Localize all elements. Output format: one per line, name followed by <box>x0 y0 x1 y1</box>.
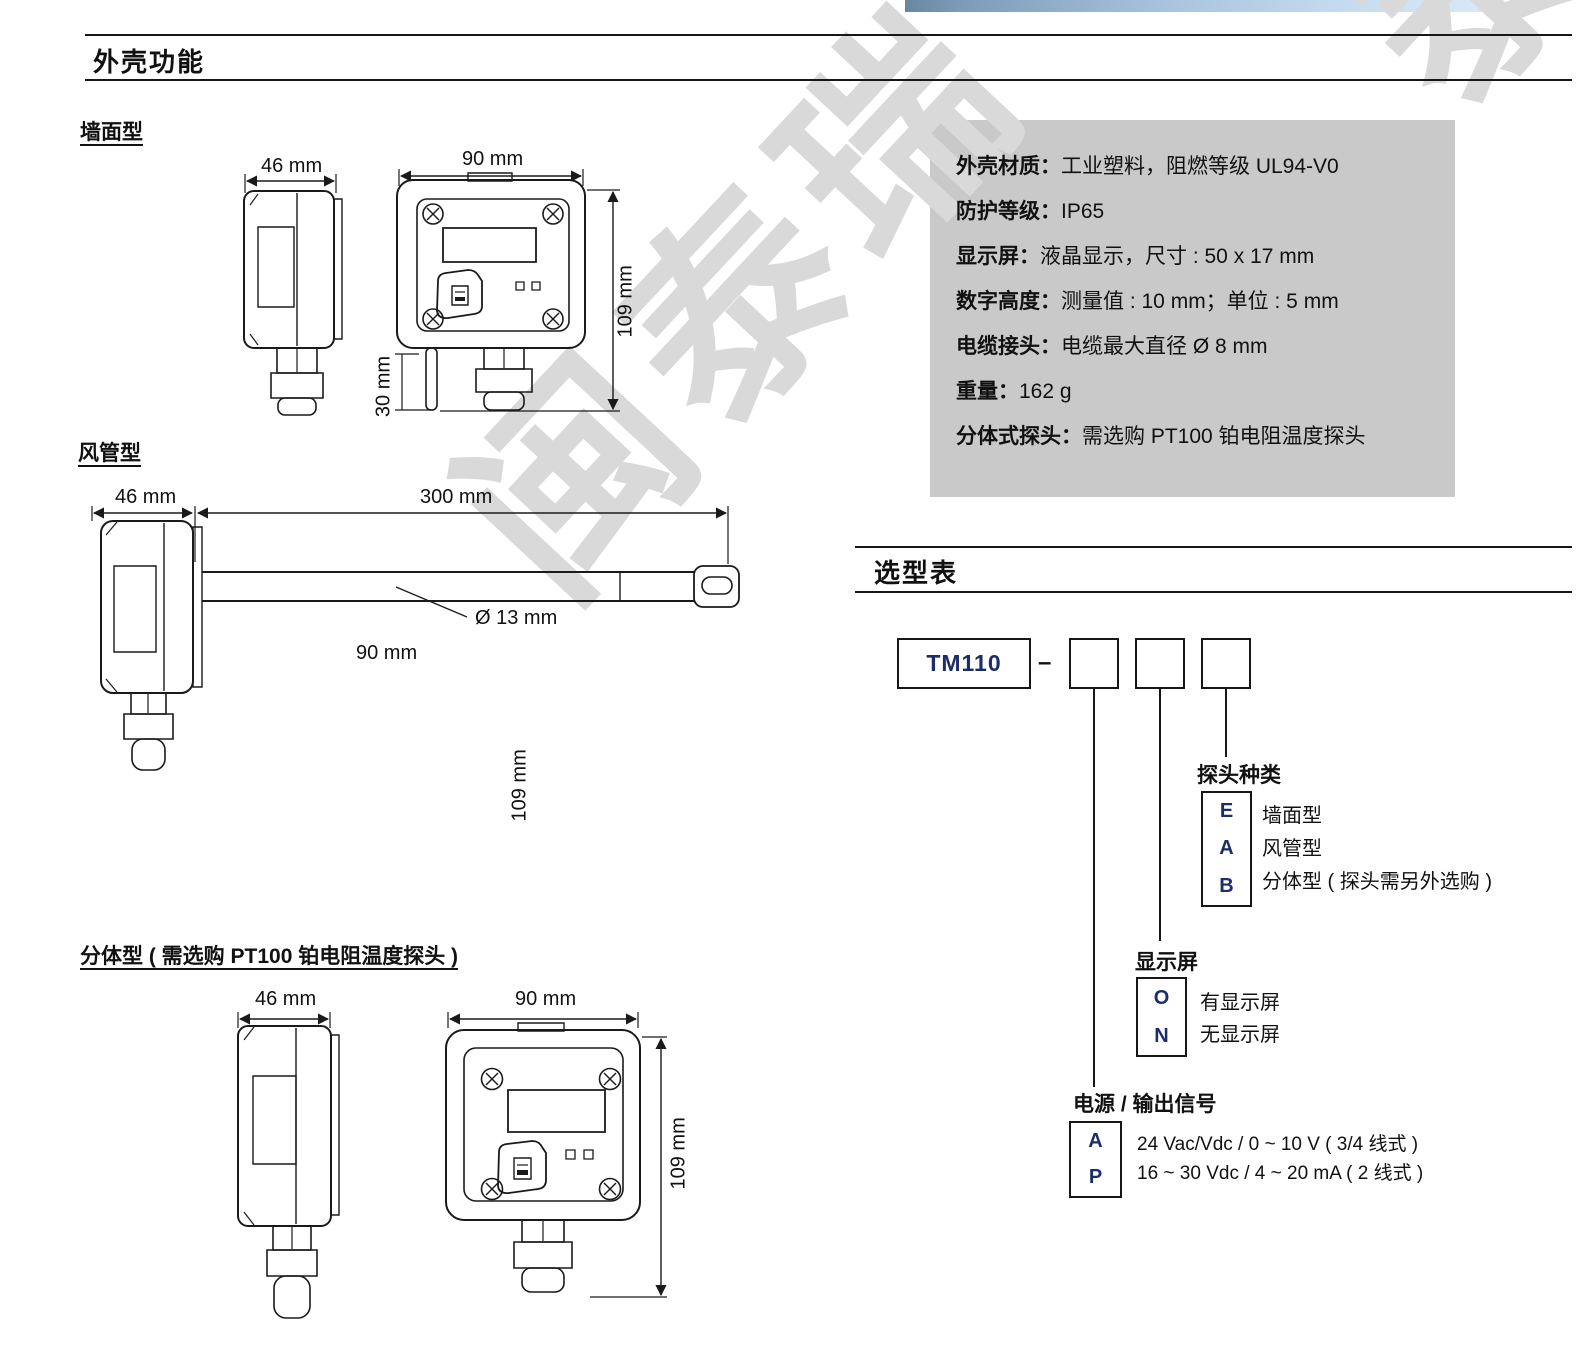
wall-dim-height: 109 mm <box>614 265 637 338</box>
duct-dim-width: 46 mm <box>115 486 177 508</box>
spec-value: 需选购 PT100 铂电阻温度探头 <box>1082 425 1366 448</box>
display-option-label: 无显示屏 <box>1200 1024 1280 1046</box>
code-slot-probe <box>1201 638 1251 689</box>
duct-dim-probe-diameter: Ø 13 mm <box>475 607 558 629</box>
section-divider <box>855 546 1572 548</box>
probe-code: A <box>1219 837 1234 860</box>
section-divider <box>85 79 1572 81</box>
spec-row: 防护等级：IP65 <box>956 189 1446 234</box>
display-group-title: 显示屏 <box>1135 951 1198 974</box>
spec-panel-background <box>930 120 1455 497</box>
power-labels: 24 Vac/Vdc / 0 ~ 10 V ( 3/4 线式 ) 16 ~ 30… <box>1137 1130 1423 1188</box>
power-option-label: 24 Vac/Vdc / 0 ~ 10 V ( 3/4 线式 ) <box>1137 1134 1419 1155</box>
page-title: 外壳功能 <box>93 47 206 77</box>
display-code: N <box>1154 1024 1169 1047</box>
probe-type-group-title: 探头种类 <box>1197 764 1281 787</box>
power-group-title: 电源 / 输出信号 <box>1073 1093 1217 1116</box>
display-option-label: 有显示屏 <box>1200 992 1280 1014</box>
spec-row: 显示屏：液晶显示，尺寸 : 50 x 17 mm <box>956 234 1446 279</box>
spec-label: 防护等级： <box>956 200 1061 223</box>
wall-dim-front-width: 90 mm <box>462 148 524 170</box>
spec-row: 分体式探头：需选购 PT100 铂电阻温度探头 <box>956 414 1446 459</box>
split-dim-front-width: 90 mm <box>515 988 577 1010</box>
spec-value: IP65 <box>1061 200 1105 223</box>
duct-dim-height: 109 mm <box>508 749 531 822</box>
section-divider <box>85 34 1572 36</box>
duct-dim-probe-length: 300 mm <box>420 486 493 508</box>
code-slot-display <box>1135 638 1185 689</box>
connector-display <box>1159 689 1161 941</box>
probe-type-codes-box: E A B <box>1201 791 1252 907</box>
duct-type-heading: 风管型 <box>78 442 141 465</box>
power-code: P <box>1088 1166 1103 1189</box>
wall-dim-probe-length: 30 mm <box>372 355 395 418</box>
top-accent-bar <box>905 0 1490 12</box>
power-code: A <box>1088 1129 1103 1152</box>
spec-row: 重量：162 g <box>956 369 1446 414</box>
duct-type-drawing <box>80 485 760 835</box>
spec-list: 外壳材质：工业塑料，阻燃等级 UL94-V0 防护等级：IP65 显示屏：液晶显… <box>956 144 1446 459</box>
spec-value: 电缆最大直径 Ø 8 mm <box>1061 335 1268 358</box>
spec-value: 液晶显示，尺寸 : 50 x 17 mm <box>1040 245 1315 268</box>
probe-type-labels: 墙面型 风管型 分体型 ( 探头需另外选购 ) <box>1262 800 1492 899</box>
wall-dim-side-width: 46 mm <box>261 155 323 177</box>
probe-code: E <box>1219 800 1234 823</box>
spec-label: 电缆接头： <box>956 335 1061 358</box>
display-codes-box: O N <box>1136 977 1187 1057</box>
display-code: O <box>1153 986 1170 1009</box>
spec-label: 数字高度： <box>956 290 1061 313</box>
duct-dim-front-width: 90 mm <box>356 642 418 664</box>
spec-label: 分体式探头： <box>956 425 1082 448</box>
model-code: TM110 <box>926 650 1002 676</box>
spec-label: 外壳材质： <box>956 155 1061 178</box>
probe-option-label: 墙面型 <box>1262 805 1322 827</box>
spec-value: 162 g <box>1019 380 1072 403</box>
spec-row: 数字高度：测量值 : 10 mm；单位 : 5 mm <box>956 279 1446 324</box>
power-option-label: 16 ~ 30 Vdc / 4 ~ 20 mA ( 2 线式 ) <box>1137 1163 1424 1184</box>
spec-label: 重量： <box>956 380 1019 403</box>
connector-probe <box>1225 689 1227 757</box>
wall-type-drawing <box>190 145 660 445</box>
split-dim-height: 109 mm <box>667 1117 690 1190</box>
selection-title: 选型表 <box>874 558 959 588</box>
spec-label: 显示屏： <box>956 245 1040 268</box>
spec-value: 测量值 : 10 mm；单位 : 5 mm <box>1061 290 1339 313</box>
spec-row: 外壳材质：工业塑料，阻燃等级 UL94-V0 <box>956 144 1446 189</box>
model-code-box: TM110 <box>897 638 1031 689</box>
display-labels: 有显示屏 无显示屏 <box>1200 987 1280 1051</box>
code-slot-power <box>1069 638 1119 689</box>
spec-value: 工业塑料，阻燃等级 UL94-V0 <box>1061 155 1339 178</box>
split-type-heading: 分体型 ( 需选购 PT100 铂电阻温度探头 ) <box>80 945 459 968</box>
code-dash: – <box>1038 649 1052 676</box>
spec-row: 电缆接头：电缆最大直径 Ø 8 mm <box>956 324 1446 369</box>
power-codes-box: A P <box>1069 1121 1122 1198</box>
section-divider <box>855 591 1572 593</box>
probe-code: B <box>1219 874 1234 897</box>
split-dim-side-width: 46 mm <box>255 988 317 1010</box>
probe-option-label: 分体型 ( 探头需另外选购 ) <box>1262 871 1492 893</box>
connector-power <box>1093 689 1095 1087</box>
wall-type-heading: 墙面型 <box>80 121 143 144</box>
probe-option-label: 风管型 <box>1262 838 1322 860</box>
split-type-drawing <box>195 985 705 1345</box>
